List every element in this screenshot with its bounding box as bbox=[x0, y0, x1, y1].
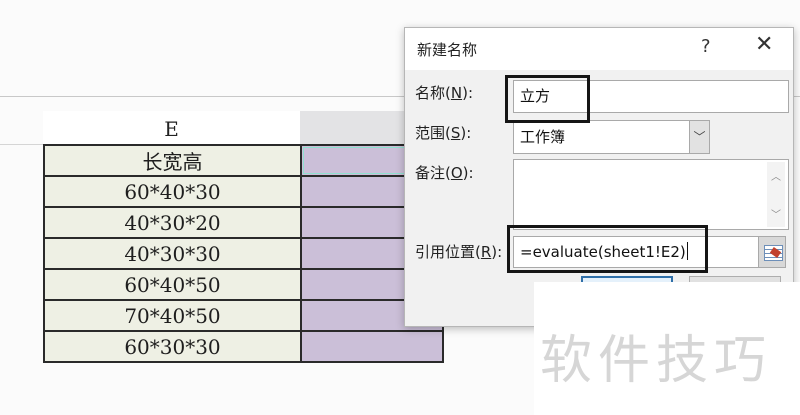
refers-to-label: 引用位置(R): bbox=[415, 241, 502, 262]
sheet-divider bbox=[0, 96, 800, 97]
table-row: 长宽高 bbox=[43, 144, 444, 177]
cell-e2[interactable]: 60*40*30 bbox=[43, 175, 302, 208]
table-row: 60*30*30 bbox=[43, 330, 444, 363]
scope-label: 范围(S): bbox=[415, 122, 471, 143]
cell-e4[interactable]: 40*30*30 bbox=[43, 237, 302, 270]
comment-label-text: 备注( bbox=[415, 164, 451, 182]
comment-hotkey: O bbox=[450, 164, 463, 182]
scope-select[interactable]: 工作簿 bbox=[513, 120, 690, 154]
comment-label-end: ): bbox=[462, 164, 474, 182]
refers-to-input[interactable]: =evaluate(sheet1!E2) bbox=[513, 236, 759, 268]
name-hotkey: N bbox=[450, 84, 463, 102]
cell-e3[interactable]: 40*30*20 bbox=[43, 206, 302, 239]
scope-label-end: ): bbox=[460, 124, 472, 142]
dialog-title: 新建名称 bbox=[417, 41, 478, 59]
name-label-end: ): bbox=[462, 84, 473, 102]
table-row: 40*30*30 bbox=[43, 237, 444, 270]
scroll-up-icon[interactable]: ︿ bbox=[771, 172, 781, 183]
comment-textarea[interactable] bbox=[513, 159, 789, 230]
cell-e7[interactable]: 60*30*30 bbox=[43, 330, 302, 363]
spreadsheet-grid: 长宽高 60*40*30 40*30*20 40*30*30 60*40*50 … bbox=[43, 144, 444, 363]
watermark-text: 软件技巧 bbox=[540, 331, 773, 391]
cell-f7[interactable] bbox=[300, 330, 444, 363]
table-row: 70*40*50 bbox=[43, 299, 444, 332]
scroll-down-icon[interactable]: ﹀ bbox=[771, 210, 781, 221]
name-label: 名称(N): bbox=[415, 82, 473, 103]
comment-scrollbar[interactable]: ︿ ﹀ bbox=[767, 162, 785, 227]
table-row: 60*40*30 bbox=[43, 175, 444, 208]
refers-label-text: 引用位置( bbox=[415, 243, 481, 261]
refers-label-end: ): bbox=[491, 243, 503, 261]
name-label-text: 名称( bbox=[415, 84, 451, 102]
scope-hotkey: S bbox=[450, 124, 461, 142]
cell-e1[interactable]: 长宽高 bbox=[43, 144, 302, 177]
watermark-background bbox=[534, 282, 800, 415]
scope-label-text: 范围( bbox=[415, 124, 451, 142]
comment-label: 备注(O): bbox=[415, 162, 474, 183]
table-row: 40*30*20 bbox=[43, 206, 444, 239]
column-header-e[interactable]: E bbox=[43, 111, 300, 144]
cell-e6[interactable]: 70*40*50 bbox=[43, 299, 302, 332]
range-picker-icon[interactable] bbox=[758, 236, 786, 268]
chevron-down-icon[interactable]: ﹀ bbox=[689, 120, 710, 154]
text-caret bbox=[686, 242, 688, 260]
cell-e5[interactable]: 60*40*50 bbox=[43, 268, 302, 301]
row-gridline bbox=[0, 144, 43, 145]
name-input[interactable]: 立方 bbox=[513, 80, 789, 113]
table-row: 60*40*50 bbox=[43, 268, 444, 301]
close-icon[interactable]: ✕ bbox=[755, 32, 774, 57]
dialog-titlebar[interactable]: 新建名称 ? ✕ bbox=[405, 28, 793, 70]
help-icon[interactable]: ? bbox=[701, 36, 711, 57]
refers-to-value: =evaluate(sheet1!E2) bbox=[520, 243, 686, 261]
column-header-f[interactable] bbox=[300, 111, 420, 144]
refers-hotkey: R bbox=[480, 243, 492, 261]
